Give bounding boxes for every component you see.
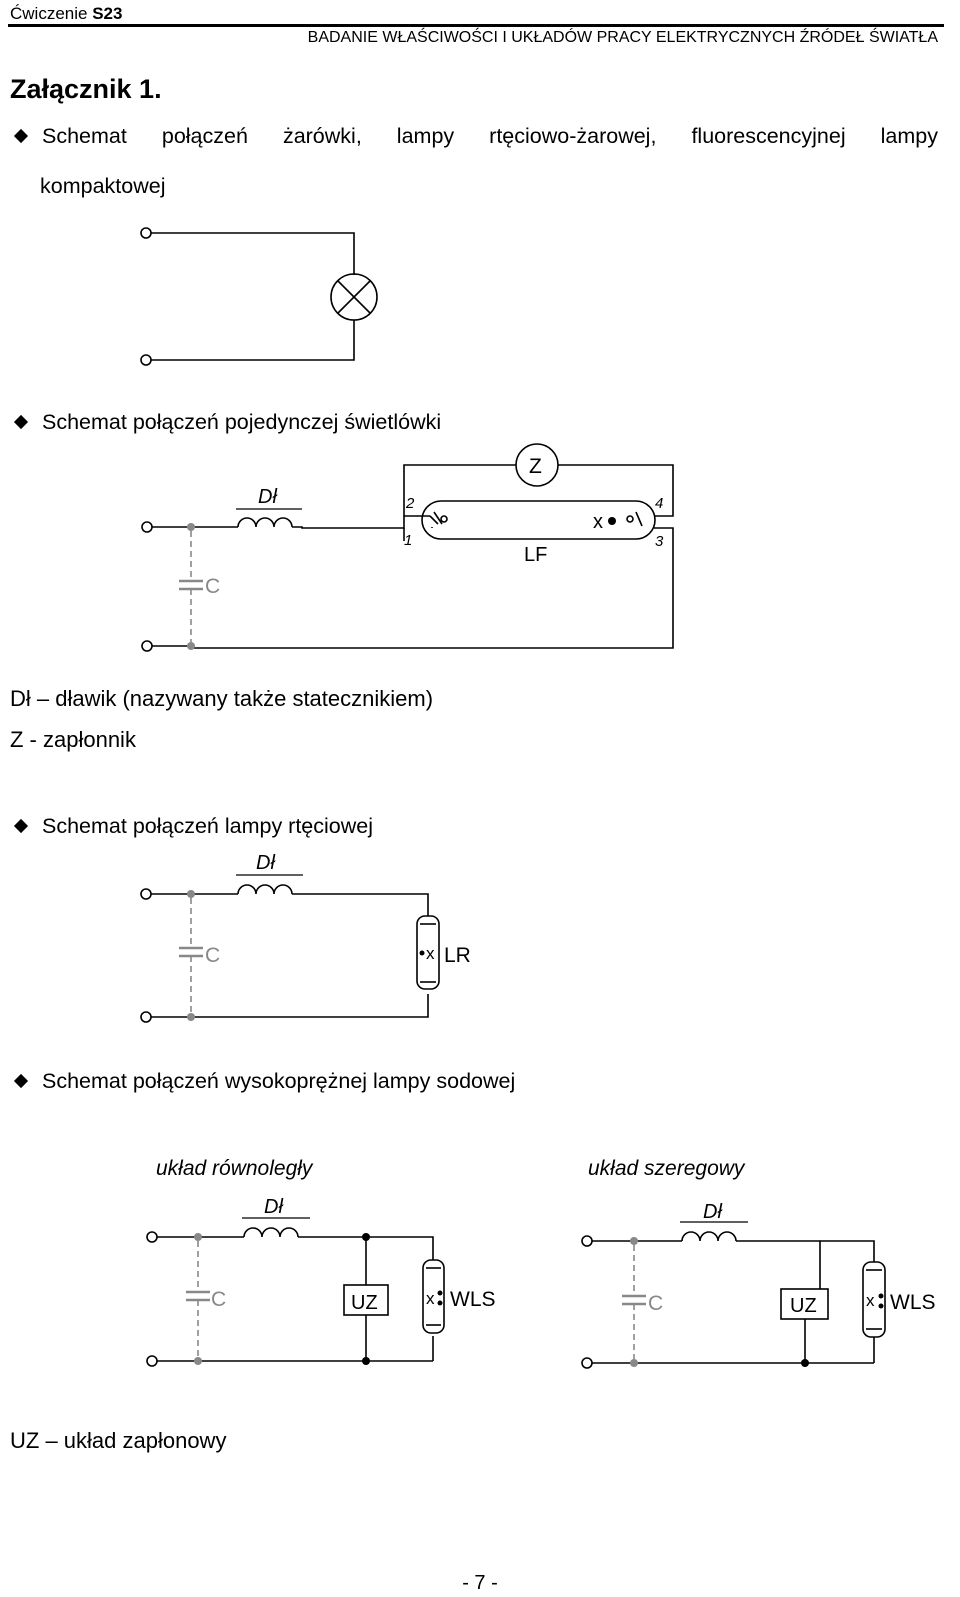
x-mark: x [866, 1291, 875, 1310]
pin-1-label: 1 [404, 532, 412, 549]
dot-icon [419, 950, 425, 956]
diagram-fluorescent: Dł C Z LF x 2 1 4 3 [141, 443, 674, 652]
junction-dot-icon [801, 1359, 809, 1367]
page-number: - 7 - [462, 1572, 498, 1594]
starter-icon [515, 443, 559, 487]
series-label: układ szeregowy [588, 1157, 746, 1180]
annex-title: Załącznik 1. [10, 74, 162, 104]
capacitor-icon [179, 531, 203, 642]
junction-dot-icon [630, 1237, 638, 1245]
legend-uz: UZ – układ zapłonowy [10, 1428, 227, 1453]
terminal-icon [140, 1011, 152, 1023]
choke-label: Dł [258, 486, 277, 508]
x-mark: x [426, 944, 435, 963]
diagram-sodium-parallel: układ równoległy Dł [146, 1157, 496, 1367]
capacitor-label: C [648, 1292, 663, 1315]
junction-dot-icon [187, 890, 195, 898]
sodium-lamp-icon [862, 1261, 886, 1338]
x-mark: x [426, 1289, 435, 1308]
terminal-icon [146, 1355, 158, 1367]
choke-coil-icon [243, 1227, 299, 1238]
capacitor-icon [622, 1245, 646, 1359]
exercise-code: S23 [92, 4, 123, 23]
header-title: BADANIE WŁAŚCIWOŚCI I UKŁADÓW PRACY ELEK… [307, 29, 938, 46]
section-1-heading: Schemat połączeń żarówki, lampy rtęciowo… [10, 124, 938, 149]
x-mark: x [593, 511, 603, 533]
legend-starter: Z - zapłonnik [10, 727, 136, 752]
section-4-heading: Schemat połączeń wysokoprężnej lampy sod… [10, 1069, 515, 1094]
terminal-icon [581, 1235, 593, 1247]
uz-label: UZ [790, 1295, 817, 1317]
sodium-label: WLS [890, 1291, 936, 1314]
terminal-icon [581, 1357, 593, 1369]
section-1-heading-line2: kompaktowej [40, 174, 166, 198]
dot-icon [878, 1303, 884, 1309]
starter-label: Z [529, 455, 542, 478]
parallel-label: układ równoległy [156, 1157, 314, 1180]
pin-4-label: 4 [655, 495, 663, 512]
mercury-label: LR [444, 944, 471, 967]
section-3-heading: Schemat połączeń lampy rtęciowej [10, 814, 373, 839]
choke-label: Dł [264, 1196, 283, 1218]
terminal-icon [140, 888, 152, 900]
choke-coil-icon [681, 1231, 737, 1242]
pin-2-label: 2 [405, 495, 415, 512]
terminal-icon [140, 354, 152, 366]
junction-dot-icon [187, 523, 195, 531]
header-rule [8, 24, 944, 27]
terminal-icon [140, 227, 152, 239]
choke-label: Dł [703, 1201, 722, 1223]
lamp-icon [330, 273, 378, 321]
mercury-lamp-icon [416, 915, 440, 990]
legend-choke: Dł – dławik (nazywany także statecznikie… [10, 686, 434, 711]
capacitor-label: C [205, 575, 220, 598]
sodium-label: WLS [450, 1288, 496, 1311]
capacitor-label: C [205, 944, 220, 967]
capacitor-icon [186, 1241, 210, 1357]
terminal-icon [141, 640, 153, 652]
junction-dot-icon [630, 1359, 638, 1367]
fluorescent-tube-icon [421, 500, 656, 540]
dot-icon [437, 1290, 443, 1296]
choke-coil-icon [237, 517, 293, 528]
dot-icon [608, 517, 616, 525]
sodium-lamp-icon [422, 1259, 445, 1334]
diagram-sodium-series: układ szeregowy Dł C [581, 1157, 936, 1369]
terminal-icon [146, 1231, 158, 1243]
terminal-icon [141, 521, 153, 533]
fluorescent-label: LF [524, 544, 547, 566]
dot-icon [878, 1293, 884, 1299]
junction-dot-icon [187, 1013, 195, 1021]
junction-dot-icon [187, 642, 195, 650]
junction-dot-icon [194, 1233, 202, 1241]
diagram-mercury: Dł C x LR [140, 852, 471, 1023]
section-2-heading: Schemat połączeń pojedynczej świetlówki [10, 410, 441, 435]
junction-dot-icon [194, 1357, 202, 1365]
exercise-label: Ćwiczenie S23 [10, 4, 123, 23]
uz-label: UZ [351, 1292, 378, 1314]
capacitor-icon [179, 898, 203, 1013]
diagram-bulb [140, 227, 378, 366]
capacitor-label: C [211, 1288, 226, 1311]
choke-coil-icon [237, 884, 293, 895]
junction-dot-icon [362, 1233, 370, 1241]
dot-icon [437, 1300, 443, 1306]
junction-dot-icon [362, 1357, 370, 1365]
pin-3-label: 3 [655, 533, 664, 550]
choke-label: Dł [256, 852, 275, 874]
